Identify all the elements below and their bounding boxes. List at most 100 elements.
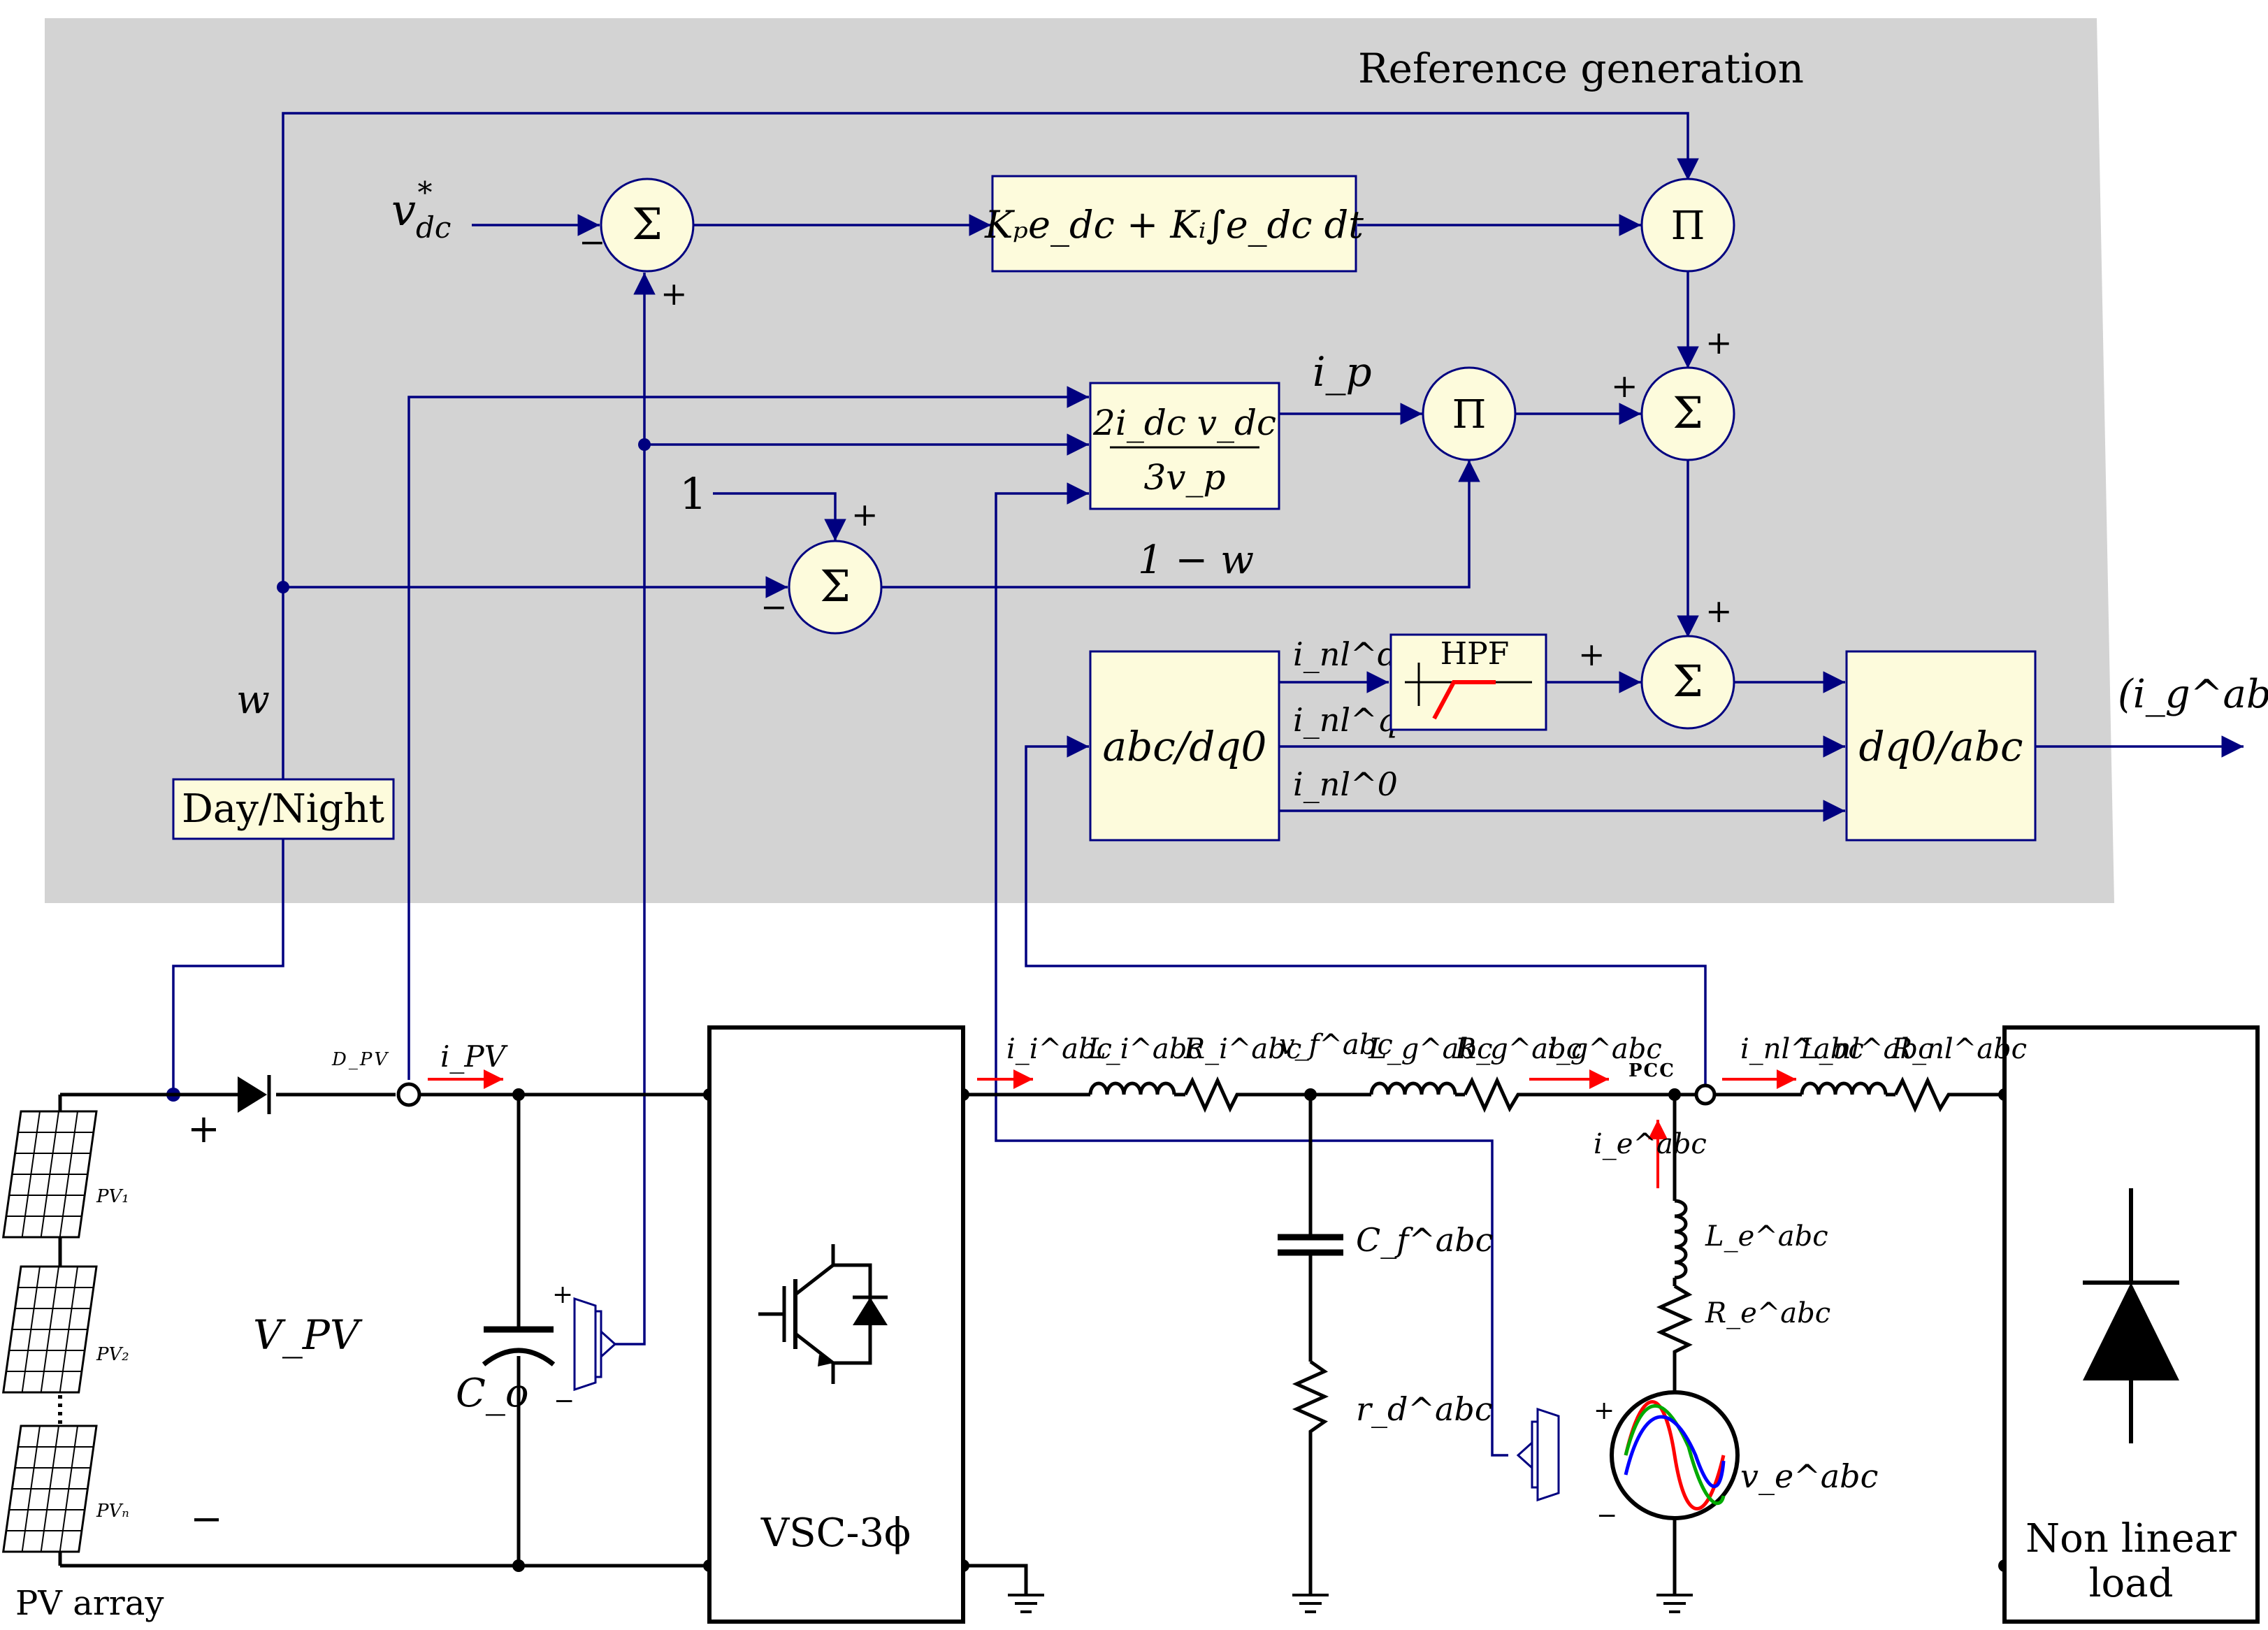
w-label: w xyxy=(236,677,270,723)
control-signal-lines xyxy=(172,112,2244,1457)
ve-abc-label: v_e^abc xyxy=(1740,1457,1878,1495)
sum2-plus-left: + xyxy=(1611,367,1638,405)
ri-abc-label: R_i^abc xyxy=(1183,1033,1301,1065)
ip-computation-block: 2i_dc v_dc 3v_p xyxy=(1089,382,1280,510)
le-abc-label: L_e^abc xyxy=(1705,1220,1828,1253)
svg-text:Kₚe_dc + Kᵢ∫e_dc dt: Kₚe_dc + Kᵢ∫e_dc dt xyxy=(984,203,1364,247)
svg-text:Non linear: Non linear xyxy=(2025,1516,2237,1562)
ipv-measurement-point xyxy=(396,1082,421,1107)
non-linear-load-block: Non linear load xyxy=(2002,1025,2260,1624)
ig-abc-label: i_g^abc xyxy=(1547,1033,1662,1065)
inverter-side-inductor xyxy=(1088,1081,1176,1095)
pv2-label: PV₂ xyxy=(96,1344,129,1365)
svg-text:Σ: Σ xyxy=(820,561,851,612)
svg-text:abc/dq0: abc/dq0 xyxy=(1103,723,1267,770)
pv-voltage-label: V_PV xyxy=(253,1311,363,1359)
dc-link-capacitor xyxy=(482,1326,556,1366)
grid-equivalent-inductor xyxy=(1674,1199,1688,1280)
load-side-inductor xyxy=(1800,1081,1888,1095)
re-abc-label: R_e^abc xyxy=(1705,1297,1830,1329)
pv-panel-n xyxy=(2,1425,98,1553)
pv-diode xyxy=(238,1075,271,1114)
inl-q-label: i_nl^q xyxy=(1293,701,1398,739)
inl-0-label: i_nl^0 xyxy=(1293,765,1398,803)
sum3-minus-sign: − xyxy=(760,588,788,626)
vsc-inverter-block: VSC-3ϕ xyxy=(707,1025,965,1624)
source-minus-sign: − xyxy=(1596,1501,1617,1530)
grid-side-resistor xyxy=(1463,1076,1525,1113)
sum3-plus-sign: + xyxy=(851,496,879,533)
product-block-middle: Π xyxy=(1422,366,1517,461)
filter-capacitor xyxy=(1278,1234,1343,1256)
sum-block-vdc-error: Σ xyxy=(600,178,695,273)
sum1-plus-sign: + xyxy=(660,275,688,312)
grid-equivalent-resistor xyxy=(1656,1284,1693,1355)
svg-text:2i_dc v_dc: 2i_dc v_dc xyxy=(1092,403,1276,443)
svg-text:dq0/abc: dq0/abc xyxy=(1859,723,2023,770)
svg-text:VSC-3ϕ: VSC-3ϕ xyxy=(760,1510,911,1556)
ground-symbols xyxy=(1008,1594,1693,1613)
svg-text:Σ: Σ xyxy=(1673,387,1703,438)
lnl-abc-label: L_nl^abc xyxy=(1800,1033,1934,1065)
pv-plus-sign: + xyxy=(187,1106,220,1152)
capacitor-co-label: C_o xyxy=(456,1371,529,1416)
vdc-voltage-sensor xyxy=(573,1297,617,1392)
diode-label: D_PV xyxy=(331,1049,389,1070)
product-block-top: Π xyxy=(1640,178,1735,273)
pv1-label: PV₁ xyxy=(96,1186,129,1207)
abc-dq0-transform-block: abc/dq0 xyxy=(1089,650,1280,842)
svg-text:Σ: Σ xyxy=(1673,656,1703,707)
li-abc-label: L_i^abc xyxy=(1087,1033,1203,1065)
sensor-plus-sign: + xyxy=(552,1281,573,1309)
pv-panel-1 xyxy=(2,1110,98,1239)
svg-text:load: load xyxy=(2089,1561,2174,1606)
rnl-abc-label: R_nl^abc xyxy=(1891,1033,2027,1065)
reference-generation-panel xyxy=(45,18,2114,903)
ie-abc-label: i_e^abc xyxy=(1594,1128,1707,1160)
ip-label: i_p xyxy=(1313,348,1372,396)
day-night-block: Day/Night xyxy=(172,778,395,840)
vf-abc-label: v_f^abc xyxy=(1279,1029,1393,1061)
ii-abc-label: i_i^abc xyxy=(1006,1033,1112,1065)
high-pass-filter-block: HPF xyxy=(1389,633,1547,731)
grid-side-inductor xyxy=(1369,1081,1457,1095)
vdc-reference-label: vdc* xyxy=(391,175,451,245)
one-minus-w-label: 1 − w xyxy=(1138,538,1254,583)
reference-generation-title: Reference generation xyxy=(1358,45,1804,92)
inverter-side-resistor xyxy=(1183,1076,1244,1113)
svg-text:3v_p: 3v_p xyxy=(1143,457,1225,498)
sum-block-one-minus-w: Σ xyxy=(788,540,883,635)
rg-abc-label: R_g^abc xyxy=(1454,1033,1582,1065)
lg-abc-label: L_g^abc xyxy=(1368,1033,1493,1065)
svg-text:Day/Night: Day/Night xyxy=(182,786,385,832)
constant-one: 1 xyxy=(679,468,707,519)
svg-text:Π: Π xyxy=(1452,392,1487,438)
load-side-resistor xyxy=(1893,1076,1956,1113)
damping-resistor xyxy=(1292,1359,1329,1438)
rd-abc-label: r_d^abc xyxy=(1356,1390,1493,1428)
w-junction-dot xyxy=(277,581,289,593)
sum-block-active: Σ xyxy=(1640,366,1735,461)
cf-abc-label: C_f^abc xyxy=(1356,1221,1493,1259)
svg-text:Π: Π xyxy=(1671,203,1705,249)
power-circuit-wires xyxy=(58,1092,2005,1594)
ipv-current-label: i_PV xyxy=(440,1039,508,1074)
inl-measurement-point xyxy=(1694,1083,1717,1106)
inl-abc-label: i_nl^abc xyxy=(1740,1033,1864,1065)
sum4-plus-left: + xyxy=(1578,635,1605,673)
sum-block-reference: Σ xyxy=(1640,635,1735,730)
pvn-label: PVₙ xyxy=(96,1501,129,1522)
inl-d-label: i_nl^d xyxy=(1293,635,1398,673)
pv-panel-2 xyxy=(2,1265,98,1394)
dq0-abc-transform-block: dq0/abc xyxy=(1845,650,2037,842)
sum2-plus-top: + xyxy=(1705,324,1733,361)
pi-controller-block: Kₚe_dc + Kᵢ∫e_dc dt xyxy=(984,175,1364,273)
grid-current-reference-label: (i_g^abc)* xyxy=(2118,672,2268,717)
pcc-label: PCC xyxy=(1628,1060,1675,1081)
pv-minus-sign: − xyxy=(190,1496,223,1542)
vdc-junction-dot xyxy=(638,438,651,451)
grid-voltage-sensor xyxy=(1516,1407,1560,1502)
source-plus-sign: + xyxy=(1594,1397,1615,1425)
svg-text:HPF: HPF xyxy=(1440,636,1510,672)
